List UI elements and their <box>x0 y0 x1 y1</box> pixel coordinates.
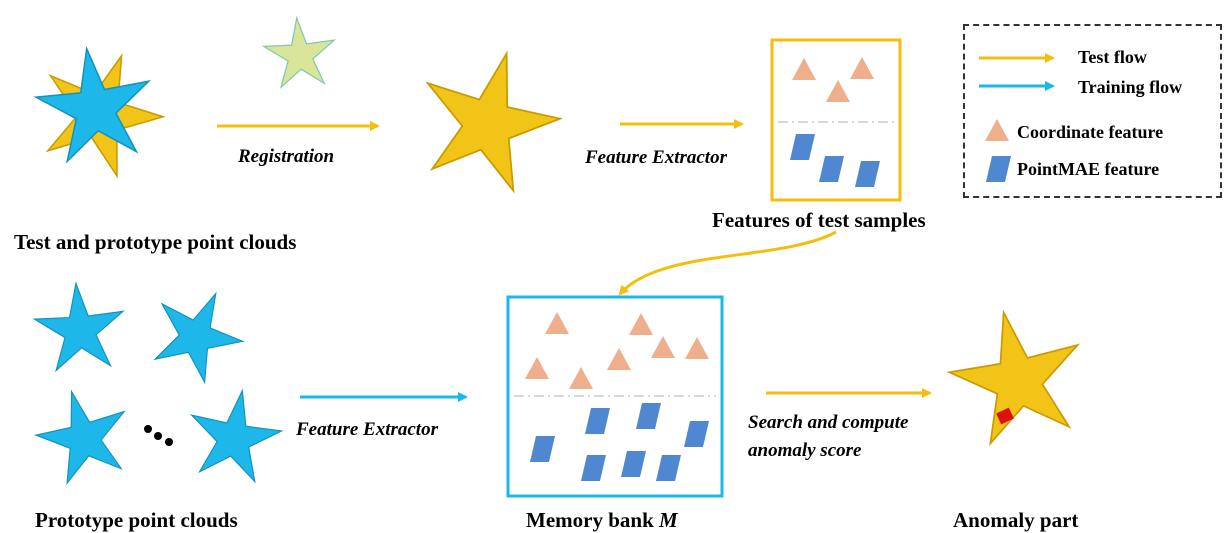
test-prototype-point-clouds <box>25 34 179 185</box>
legend-coordinate-feature: Coordinate feature <box>1017 122 1164 142</box>
memory-bank-label: Memory bank <box>526 508 659 532</box>
aligned-test-sample <box>405 34 574 199</box>
legend-graphics <box>979 53 1055 182</box>
coordinate-feature-icon <box>545 312 569 334</box>
anomaly-region <box>996 407 1014 425</box>
coordinate-feature-icon <box>850 57 874 79</box>
pointmae-feature-icon <box>621 451 646 477</box>
pointmae-feature-icon <box>855 161 880 187</box>
pointmae-feature-icon <box>581 455 606 481</box>
pointmae-feature-icon <box>530 436 555 462</box>
coordinate-feature-icon <box>651 336 675 358</box>
anomaly-part-caption: Anomaly part <box>953 508 1079 532</box>
test-prototype-caption: Test and prototype point clouds <box>14 230 297 254</box>
memory-bank-caption: Memory bank M <box>526 508 678 533</box>
legend-test-flow: Test flow <box>1078 47 1147 67</box>
anomaly-starfish <box>938 298 1095 450</box>
test-features-caption: Features of test samples <box>712 208 926 232</box>
feature-extractor-label-bottom: Feature Extractor <box>296 419 438 440</box>
registered-point-cloud <box>260 14 339 89</box>
coordinate-feature-icon <box>607 348 631 370</box>
coordinate-feature-icon <box>629 313 653 335</box>
pointmae-feature-icon <box>585 408 610 434</box>
search-label-line1: Search and compute <box>748 412 909 433</box>
test-to-memory-arrow <box>618 230 837 296</box>
coordinate-feature-icon <box>525 357 549 379</box>
search-label-line2: anomaly score <box>748 440 862 461</box>
legend-pointmae-feature: PointMAE feature <box>1017 159 1160 179</box>
coordinate-feature-icon <box>685 337 709 359</box>
pointmae-feature-icon <box>636 403 661 429</box>
test-features-box <box>770 38 902 202</box>
pointmae-feature-icon <box>656 455 681 481</box>
memory-bank-symbol: M <box>659 508 678 532</box>
pointmae-feature-icon <box>684 421 709 447</box>
pointmae-feature-icon <box>790 134 815 160</box>
coordinate-feature-icon <box>569 367 593 389</box>
coordinate-feature-legend-icon <box>985 119 1009 141</box>
prototype-point-clouds <box>26 274 288 489</box>
legend-training-flow: Training flow <box>1078 77 1183 97</box>
prototype-clouds-caption: Prototype point clouds <box>35 508 238 532</box>
registration-label: Registration <box>238 146 335 167</box>
pointmae-feature-icon <box>819 156 844 182</box>
memory-bank-box <box>506 295 724 498</box>
feature-extractor-label-top: Feature Extractor <box>585 147 727 168</box>
coordinate-feature-icon <box>792 58 816 80</box>
coordinate-feature-icon <box>826 80 850 102</box>
legend-box: Test flow Training flow Coordinate featu… <box>963 24 1222 198</box>
pointmae-feature-legend-icon <box>986 156 1011 182</box>
